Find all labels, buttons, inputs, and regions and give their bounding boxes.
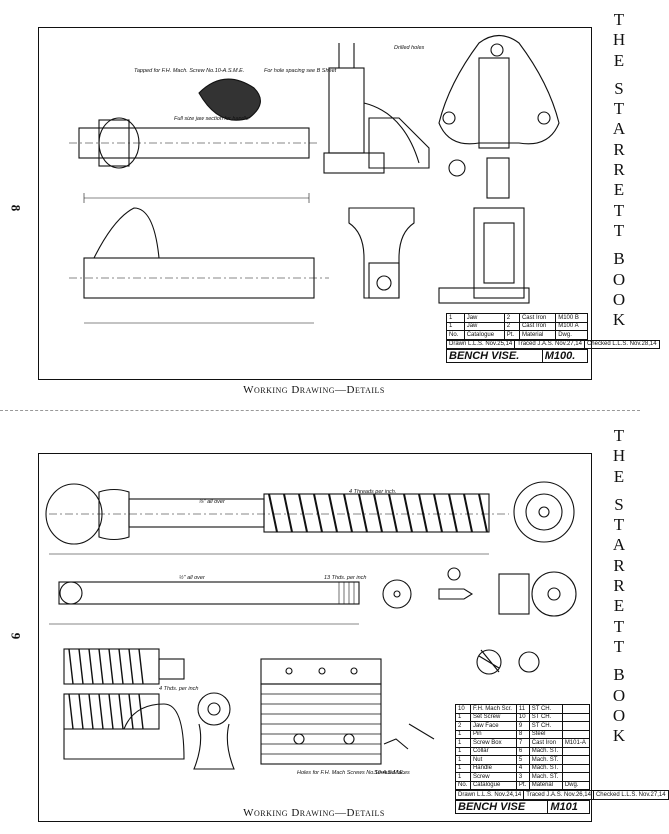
- page-8: 8: [0, 0, 660, 411]
- drawing-frame: 4 Threads per inch. ⅞" all over ½" all o…: [38, 453, 669, 822]
- note-section: Full size jaw section for handle: [174, 116, 249, 122]
- caption: Working Drawing—Details: [243, 384, 385, 396]
- page-number: 8: [8, 204, 24, 212]
- caption: Working Drawing—Details: [243, 807, 385, 819]
- note-threads: 4 Threads per inch.: [349, 489, 397, 495]
- note-serrated: Serrated faces: [374, 770, 410, 776]
- drawing-name: BENCH VISE: [454, 799, 549, 814]
- drawing-number: M101: [547, 799, 590, 814]
- mechanical-drawing-screw: [45, 481, 577, 770]
- drawing-number: M100.: [541, 349, 589, 363]
- note-all-over-1: ⅞" all over: [199, 499, 225, 505]
- note-all-over-2: ½" all over: [179, 575, 205, 581]
- page-9: 9: [0, 416, 669, 834]
- note-thds-inch-2: 4 Thds. per inch: [159, 686, 199, 692]
- note-tapped: Tapped for F.H. Mach. Screw No.10-A.S.M.…: [134, 68, 245, 74]
- note-holes-fh: Holes for F.H. Mach Screws No.10-A.S.M.E…: [297, 770, 405, 776]
- drawing-frame: Tapped for F.H. Mach. Screw No.10-A.S.M.…: [38, 27, 660, 380]
- note-thds-inch: 13 Thds. per inch: [324, 575, 367, 581]
- note-drilled: Drilled holes: [394, 45, 425, 51]
- note-holes: For hole spacing see B Sheet: [264, 68, 337, 74]
- drawing-name: BENCH VISE.: [446, 349, 543, 363]
- page-number: 9: [8, 632, 24, 640]
- mechanical-drawing-jaws: [69, 34, 560, 324]
